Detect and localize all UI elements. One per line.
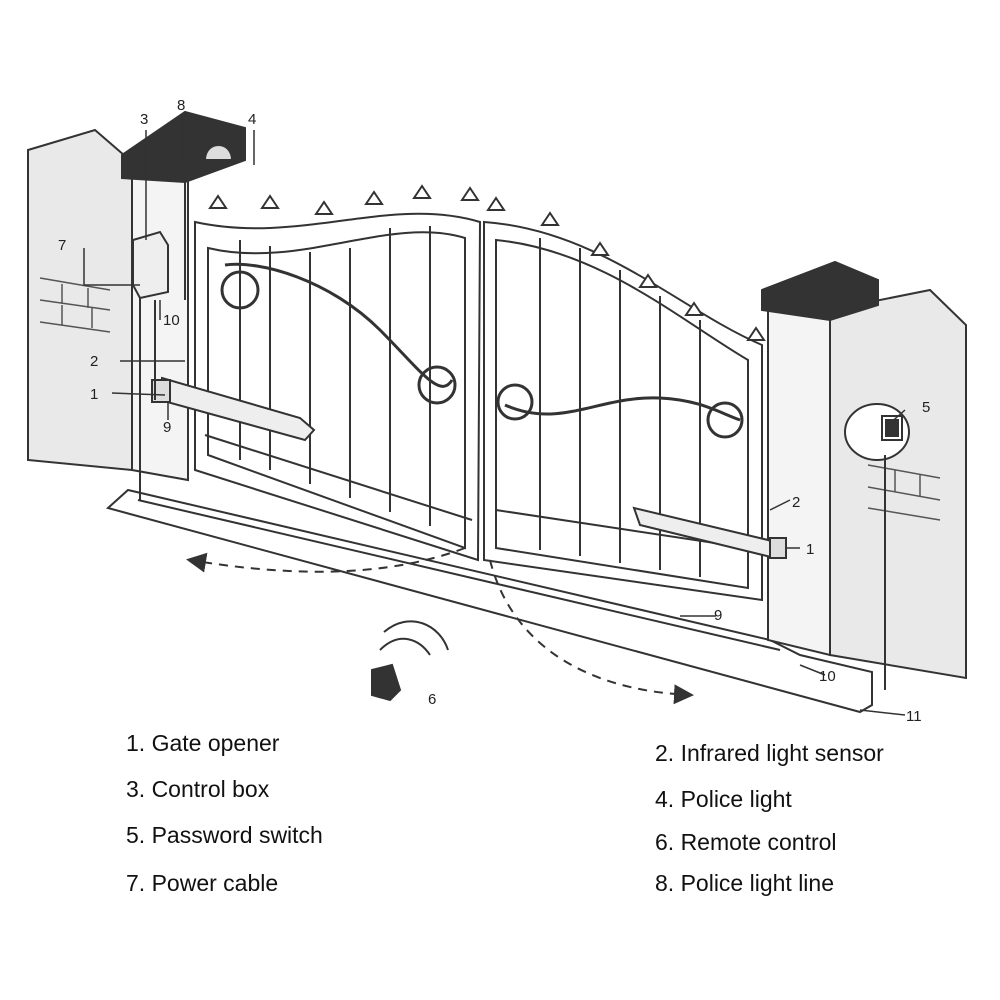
callout-2-right: 2 — [792, 494, 800, 511]
callout-leaders — [83, 118, 906, 716]
callout-4: 4 — [248, 111, 256, 128]
callout-3: 3 — [140, 111, 148, 128]
legend-item-1: 1. Gate opener — [126, 730, 280, 756]
remote-control — [371, 620, 449, 702]
legend-item-7: 7. Power cable — [126, 870, 279, 896]
legend-item-3: 3. Control box — [126, 776, 270, 802]
callout-1-left: 1 — [90, 386, 98, 403]
police-light — [203, 144, 234, 161]
callout-9-left: 9 — [163, 419, 171, 436]
callout-10-left: 10 — [163, 312, 180, 329]
right-gate-leaf — [483, 196, 766, 602]
legend-item-2: 2. Infrared light sensor — [655, 740, 884, 766]
swing-arrows — [186, 547, 694, 705]
legend-item-4: 4. Police light — [655, 786, 792, 812]
left-gate-leaf — [194, 184, 482, 562]
callout-10-bottom: 10 — [819, 668, 836, 685]
legend-item-8: 8. Police light line — [655, 870, 834, 896]
legend-item-6: 6. Remote control — [655, 829, 837, 855]
legend-item-5: 5. Password switch — [126, 822, 323, 848]
callout-11: 11 — [906, 708, 922, 725]
callout-2-left: 2 — [90, 353, 98, 370]
left-gate-opener — [151, 376, 316, 442]
callout-5: 5 — [922, 399, 930, 416]
control-box — [132, 230, 169, 300]
right-pillar — [761, 260, 967, 680]
wiring — [139, 182, 886, 690]
callout-8: 8 — [177, 97, 185, 114]
callout-9-bottom: 9 — [714, 607, 722, 624]
callout-1-right: 1 — [806, 541, 814, 558]
callout-6: 6 — [428, 691, 436, 708]
callout-7: 7 — [58, 237, 66, 254]
